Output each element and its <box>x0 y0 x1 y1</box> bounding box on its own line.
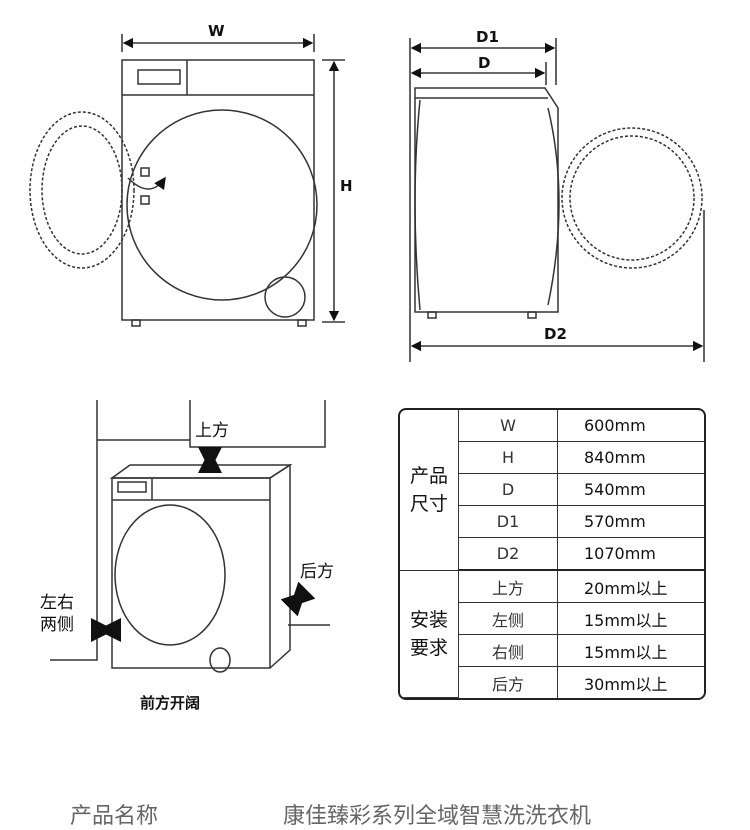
spec-key: D <box>459 474 558 506</box>
back-clearance-label: 后方 <box>300 562 334 582</box>
table-row: 产品尺寸 W 600mm <box>400 410 704 571</box>
spec-value: 15mm以上 <box>558 635 704 667</box>
height-label: H <box>340 177 353 195</box>
sides-label-line1: 左右 <box>40 593 74 613</box>
width-label: W <box>208 22 225 40</box>
sides-label-line2: 两侧 <box>40 615 74 635</box>
install-view <box>50 400 330 673</box>
spec-key: 右侧 <box>459 635 558 667</box>
spec-key: 左侧 <box>459 603 558 635</box>
spec-value: 840mm <box>558 442 704 474</box>
front-clearance-label: 前方开阔 <box>140 694 201 712</box>
product-name-value: 康佳臻彩系列全域智慧洗洗衣机 <box>283 804 592 829</box>
spec-value: 15mm以上 <box>558 603 704 635</box>
d-label: D <box>478 54 491 72</box>
spec-value: 570mm <box>558 506 704 538</box>
product-name-label: 产品名称 <box>70 804 159 829</box>
spec-value: 600mm <box>558 410 704 442</box>
d1-label: D1 <box>476 28 499 46</box>
front-view-machine <box>29 59 318 327</box>
spec-value: 20mm以上 <box>558 571 704 603</box>
spec-value: 540mm <box>558 474 704 506</box>
spec-key: D1 <box>459 506 558 538</box>
table-row: 安装要求 上方 20mm以上 <box>400 571 704 698</box>
d2-label: D2 <box>544 325 567 343</box>
side-view-machine <box>414 87 703 319</box>
clearance-arrows <box>91 447 316 642</box>
group-title-install: 安装要求 <box>400 571 459 698</box>
spec-value: 30mm以上 <box>584 674 668 694</box>
table-row: 后方 30mm以上 <box>400 667 704 698</box>
spec-key: 上方 <box>459 571 558 603</box>
spec-key: D2 <box>459 538 558 571</box>
group-title-size: 产品尺寸 <box>400 410 459 571</box>
spec-key: 后方 <box>459 667 558 698</box>
spec-value: 1070mm <box>558 538 704 571</box>
sides-clearance-label: 左右 两侧 <box>40 592 74 636</box>
side-dimension-arrows <box>409 38 705 362</box>
top-clearance-label: 上方 <box>195 421 229 441</box>
spec-key: W <box>459 410 558 442</box>
front-dimension-arrows <box>121 34 345 323</box>
spec-key: H <box>459 442 558 474</box>
